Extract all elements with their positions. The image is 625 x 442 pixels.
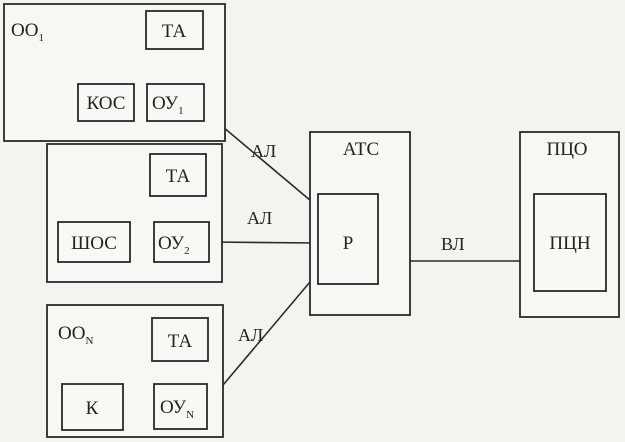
k-label: К (86, 398, 99, 419)
oon-label: ООN (58, 323, 93, 347)
oun-box (153, 383, 208, 430)
kos-label: КОС (87, 93, 126, 114)
ta3-box (151, 317, 209, 362)
k-box (61, 383, 124, 431)
ta3-label: ТА (168, 331, 193, 352)
ou2-label: ОУ2 (158, 233, 190, 257)
al3-label: АЛ (238, 325, 263, 345)
al1-label: АЛ (251, 141, 276, 161)
ta2-label: ТА (166, 166, 191, 187)
ou1-label: ОУ1 (152, 93, 184, 117)
oun-label: ОУN (160, 397, 194, 421)
ta1-label: ТА (162, 21, 187, 42)
vl-label: ВЛ (441, 234, 465, 254)
kos-box (77, 83, 135, 122)
pcn-box (533, 193, 607, 292)
r-label: Р (343, 233, 354, 254)
r-box (317, 193, 379, 285)
shos-label: ШОС (71, 233, 117, 254)
wire-ou2-r (208, 241, 319, 244)
ta1-box (145, 10, 204, 50)
wire-oun-r (206, 262, 327, 405)
pcn-label: ПЦН (549, 233, 590, 254)
oo1-label: ОО1 (11, 20, 44, 44)
pco-label: ПЦО (547, 139, 588, 160)
ta2-box (149, 153, 207, 197)
ou2-box (153, 221, 210, 263)
shos-box (57, 221, 131, 263)
ats-label: АТС (343, 139, 379, 160)
ou1-box (146, 83, 205, 122)
al2-label: АЛ (247, 208, 272, 228)
